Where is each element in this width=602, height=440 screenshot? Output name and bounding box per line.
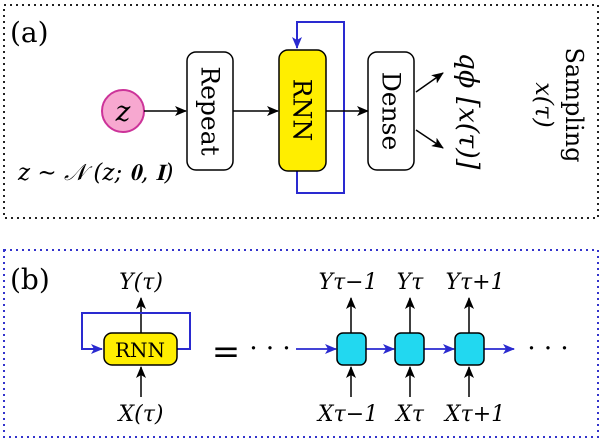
output-t-minus-1-label: Yτ−1: [318, 270, 377, 295]
equals-sign: =: [212, 332, 241, 372]
input-t-label: Xτ: [394, 402, 425, 427]
rnn-output-label: Y(τ): [119, 270, 163, 295]
panel-a-label: (a): [10, 16, 49, 49]
output-t-plus-1-label: Yτ+1: [445, 270, 504, 295]
rnn-small-label: RNN: [115, 338, 165, 362]
panel-b-border: [3, 249, 599, 438]
cell-t: [394, 332, 425, 366]
sampling-variable-label: x(τ): [530, 82, 558, 128]
panel-a-border: [3, 4, 599, 219]
cell-t-minus-1: [336, 332, 367, 366]
latent-z-label: z: [115, 95, 131, 128]
rnn-recurrent-loop: [292, 21, 345, 194]
sampling-label: Sampling: [560, 47, 588, 162]
rnn-small-recurrent-loop: [81, 312, 191, 354]
dots-left: · · ·: [249, 334, 290, 364]
cell-t-plus-1: [454, 332, 485, 366]
arrow-dense-up: [415, 72, 444, 93]
arrow-dense-down: [415, 129, 444, 149]
rnn-label: RNN: [288, 79, 317, 142]
panel-b-label: (b): [10, 263, 50, 296]
output-t-label: Yτ: [397, 270, 425, 295]
input-t-plus-1-label: Xτ+1: [443, 402, 505, 427]
dense-block: [367, 51, 415, 171]
prior-label: z ∼ 𝒩 (z; 𝟎, 𝐈): [17, 160, 173, 186]
dots-right: · · ·: [527, 334, 568, 364]
rnn-input-label: X(τ): [117, 402, 164, 427]
output-distribution-label: qϕ [x(τ)]: [453, 53, 484, 170]
rnn-small-block: [103, 332, 178, 366]
dense-label: Dense: [377, 72, 406, 151]
input-t-minus-1-label: Xτ−1: [316, 402, 378, 427]
repeat-label: Repeat: [196, 66, 225, 155]
